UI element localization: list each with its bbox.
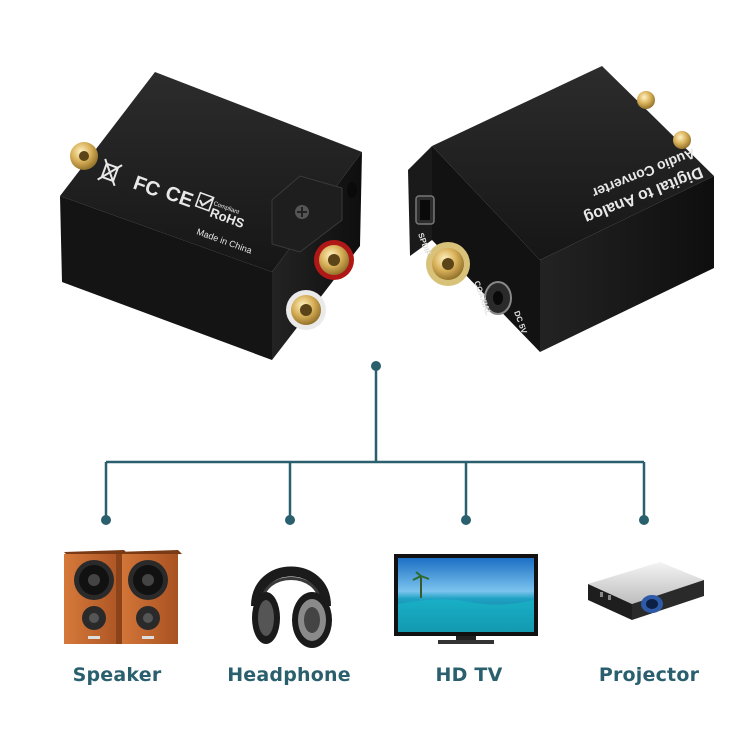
output-label-projector: Projector	[598, 664, 700, 686]
connector-dot-hdtv	[461, 515, 471, 525]
connector-source-dot	[371, 361, 381, 371]
converter-right-device: Digital to Analog Audio Converter SPDIF …	[408, 66, 714, 352]
speaker-icon	[64, 550, 182, 644]
connector-dot-projector	[639, 515, 649, 525]
dc-power-port	[484, 281, 512, 315]
connector-dot-speaker	[101, 515, 111, 525]
connector-tree	[104, 366, 646, 520]
hdtv-icon	[394, 554, 538, 644]
headphone-icon	[251, 566, 332, 648]
connector-dot-headphone	[285, 515, 295, 525]
projector-icon	[588, 562, 704, 620]
rca-output-red	[314, 240, 354, 280]
output-label-speaker: Speaker	[72, 664, 162, 686]
output-label-headphone: Headphone	[227, 664, 351, 686]
coaxial-input-port	[426, 242, 470, 286]
weee-bin-icon	[97, 158, 123, 187]
rca-output-white	[286, 290, 326, 330]
output-label-hdtv: HD TV	[435, 664, 503, 686]
converter-left-device: FC CE Compliant RoHS Made in China	[60, 72, 362, 360]
